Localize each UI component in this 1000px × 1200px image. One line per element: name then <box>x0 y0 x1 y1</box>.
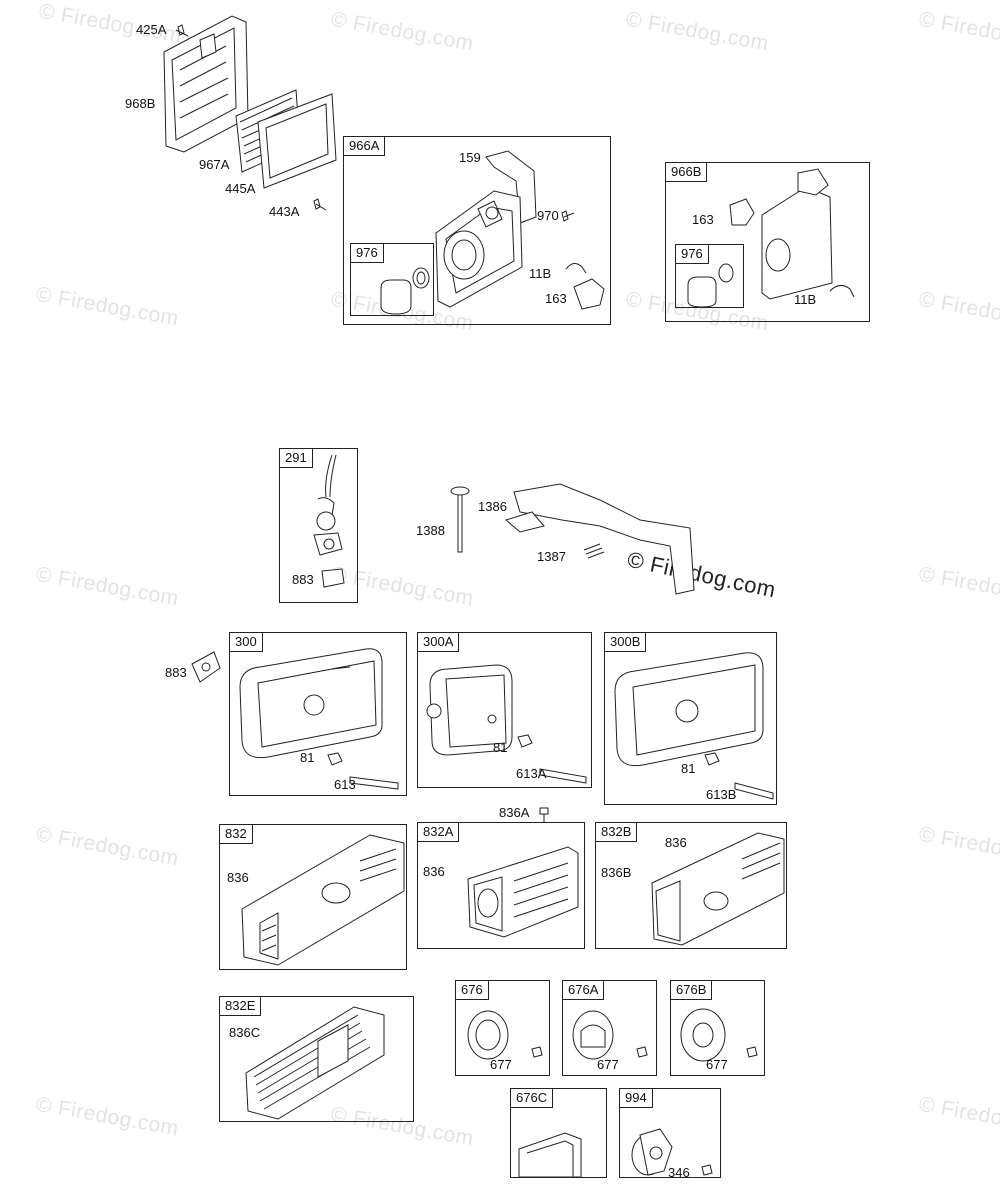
group-label-976: 976 <box>676 245 709 264</box>
callout-836C: 836C <box>229 1025 261 1040</box>
callout-425A: 425A <box>136 22 167 37</box>
callout-81: 81 <box>300 750 315 765</box>
group-box-966A: 966A <box>343 136 611 325</box>
callout-163: 163 <box>692 212 714 227</box>
group-box-676A: 676A <box>562 980 657 1076</box>
group-box-300: 300 <box>229 632 407 796</box>
heat-shield-832E-illustration <box>220 997 415 1123</box>
group-box-832E: 832E <box>219 996 414 1122</box>
group-box-832A: 832A <box>417 822 585 949</box>
group-label-676C: 676C <box>511 1089 554 1108</box>
heat-shield-832-illustration <box>220 825 408 971</box>
callout-1386: 1386 <box>478 499 507 514</box>
group-label-832: 832 <box>220 825 253 844</box>
bowl-976-illustration <box>676 245 745 309</box>
callout-677: 677 <box>706 1057 728 1072</box>
callout-613B: 613B <box>706 787 737 802</box>
muffler-300-illustration <box>230 633 408 797</box>
carburetor-966B-illustration <box>666 163 871 323</box>
group-box-976: 976 <box>675 244 744 308</box>
group-label-300A: 300A <box>418 633 460 652</box>
callout-81: 81 <box>493 740 508 755</box>
bowl-976-illustration <box>351 244 435 317</box>
callout-677: 677 <box>490 1057 512 1072</box>
group-label-994: 994 <box>620 1089 653 1108</box>
group-box-676C: 676C <box>510 1088 607 1178</box>
group-label-832A: 832A <box>418 823 460 842</box>
carburetor-966A-illustration <box>344 137 612 326</box>
group-box-676B: 676B <box>670 980 765 1076</box>
callout-883: 883 <box>292 572 314 587</box>
screw-425A <box>176 25 188 36</box>
callout-443A: 443A <box>269 204 300 219</box>
group-label-676A: 676A <box>563 981 605 1000</box>
guard-676A-illustration <box>563 981 658 1077</box>
group-box-832B: 832B <box>595 822 787 949</box>
callout-836: 836 <box>423 864 445 879</box>
group-label-676B: 676B <box>671 981 713 1000</box>
guard-676C-illustration <box>511 1089 608 1179</box>
callout-11B: 11B <box>529 266 552 281</box>
group-box-300A: 300A <box>417 632 592 788</box>
group-label-676: 676 <box>456 981 489 1000</box>
callout-677: 677 <box>597 1057 619 1072</box>
callout-1387: 1387 <box>537 549 566 564</box>
group-label-976: 976 <box>351 244 384 263</box>
callout-613A: 613A <box>516 766 547 781</box>
group-label-966A: 966A <box>344 137 386 156</box>
heat-shield-832A-illustration <box>418 823 586 950</box>
callout-970: 970 <box>537 208 559 223</box>
callout-445A: 445A <box>225 181 256 196</box>
group-box-832: 832 <box>219 824 407 970</box>
screw-443A <box>314 199 326 210</box>
group-label-291: 291 <box>280 449 313 468</box>
group-label-300: 300 <box>230 633 263 652</box>
spark-arrestor-994-illustration <box>620 1089 722 1179</box>
muffler-300B-illustration <box>605 633 778 806</box>
callout-613: 613 <box>334 777 356 792</box>
group-box-291: 291 <box>279 448 358 603</box>
callout-163: 163 <box>545 291 567 306</box>
group-label-300B: 300B <box>605 633 647 652</box>
bracket-1386 <box>514 484 694 594</box>
heat-shield-832B-illustration <box>596 823 788 950</box>
guard-676-illustration <box>456 981 551 1077</box>
callout-346: 346 <box>668 1165 690 1180</box>
group-box-994: 994 <box>619 1088 721 1178</box>
callout-968B: 968B <box>125 96 156 111</box>
guard-676B-illustration <box>671 981 766 1077</box>
muffler-300A-illustration <box>418 633 593 789</box>
group-label-966B: 966B <box>666 163 708 182</box>
callout-836: 836 <box>227 870 249 885</box>
spring-1387 <box>584 544 604 558</box>
group-label-832B: 832B <box>596 823 638 842</box>
callout-836B: 836B <box>601 865 632 880</box>
group-box-966B: 966B <box>665 162 870 322</box>
group-box-676: 676 <box>455 980 550 1076</box>
callout-836A: 836A <box>499 805 530 820</box>
callout-883: 883 <box>165 665 187 680</box>
callout-81: 81 <box>681 761 696 776</box>
callout-836: 836 <box>665 835 687 850</box>
callout-1388: 1388 <box>416 523 445 538</box>
group-box-976: 976 <box>350 243 434 316</box>
group-label-832E: 832E <box>220 997 262 1016</box>
callout-159: 159 <box>459 150 481 165</box>
solenoid-291-illustration <box>280 449 359 604</box>
group-box-300B: 300B <box>604 632 777 805</box>
callout-11B: 11B <box>794 292 817 307</box>
callout-967A: 967A <box>199 157 230 172</box>
